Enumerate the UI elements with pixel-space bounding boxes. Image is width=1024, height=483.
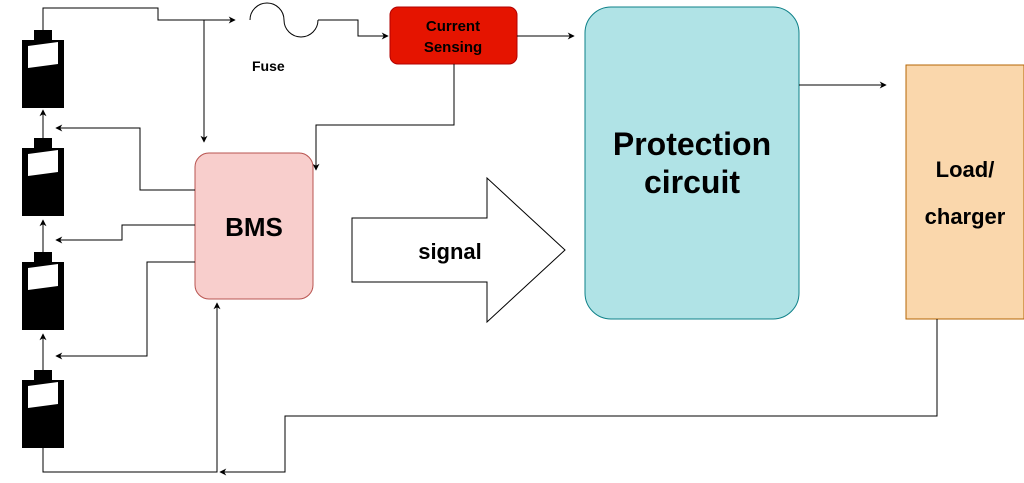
- block-arrow: [351, 176, 566, 324]
- current-sensing-block: Current Sensing: [389, 6, 518, 65]
- signal-arrow: signal: [351, 176, 566, 324]
- return-wire-from-load: [219, 319, 938, 476]
- bms-monitor-wires: [55, 124, 195, 360]
- battery-icon: [22, 138, 64, 216]
- current-sensing-label-line1: Current: [426, 18, 480, 35]
- battery-icon: [22, 30, 64, 108]
- monitor-wire-1: [55, 124, 195, 191]
- main-positive-wire: [42, 2, 389, 143]
- signal-label: signal: [418, 239, 482, 264]
- bms-box: [194, 152, 314, 300]
- wire-to-fuse: [42, 7, 236, 30]
- bms-block: BMS: [194, 152, 314, 300]
- battery-icon: [22, 370, 64, 448]
- monitor-wire-2: [55, 224, 195, 244]
- return-wire-to-bms: [42, 302, 221, 473]
- protection-label-line1: Protection: [613, 126, 771, 162]
- fuse-symbol: [249, 2, 319, 38]
- battery-icon: [22, 252, 64, 330]
- current-sensing-label-line2: Sensing: [424, 39, 482, 56]
- protection-label-line2: circuit: [644, 164, 740, 200]
- wire-to-current-sensing: [318, 19, 389, 40]
- protection-circuit-box: [584, 6, 800, 320]
- monitor-wire-3: [55, 261, 195, 360]
- wire-sense-to-bms: [312, 64, 455, 171]
- bms-label: BMS: [225, 212, 283, 242]
- load-charger-box: [905, 64, 1024, 320]
- load-charger-block: Load/ charger: [905, 64, 1024, 320]
- load-label-line1: Load/: [936, 157, 995, 182]
- return-wire: [42, 302, 938, 476]
- fuse-label: Fuse: [252, 58, 285, 74]
- load-label-line2: charger: [925, 204, 1006, 229]
- protection-circuit-block: Protection circuit: [584, 6, 800, 320]
